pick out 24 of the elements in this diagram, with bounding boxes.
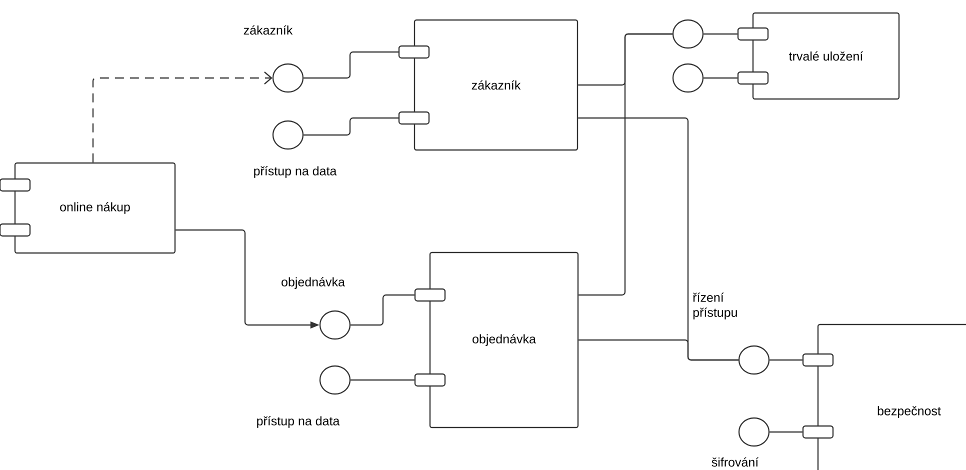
interface-label: řízení přístupu xyxy=(692,292,737,320)
connector-line xyxy=(350,379,414,381)
component-box: zákazník xyxy=(398,19,578,151)
interface-label: zákazník xyxy=(244,25,293,35)
component-box: online nákup xyxy=(0,162,176,254)
component-box: bezpečnost xyxy=(802,324,966,470)
interface-label: šifrování xyxy=(712,457,759,467)
component-box: trvalé uložení xyxy=(737,12,900,100)
dependency-arrow xyxy=(92,72,272,162)
connector-line xyxy=(704,33,738,35)
connector-line xyxy=(304,117,399,136)
connector-line xyxy=(770,431,802,433)
interface-circle xyxy=(672,19,704,49)
connector-line xyxy=(770,359,802,361)
component-box: objednávka xyxy=(414,252,579,428)
connector-line xyxy=(704,77,738,79)
connector-line xyxy=(578,339,738,361)
interface-label: přístup na data xyxy=(257,416,340,428)
interface-label: objednávka xyxy=(282,277,345,289)
connector-line xyxy=(578,33,672,296)
connector-line xyxy=(350,294,414,326)
interface-circle xyxy=(672,63,704,93)
connector-line xyxy=(304,51,399,79)
interface-label: přístup na data xyxy=(254,166,337,178)
